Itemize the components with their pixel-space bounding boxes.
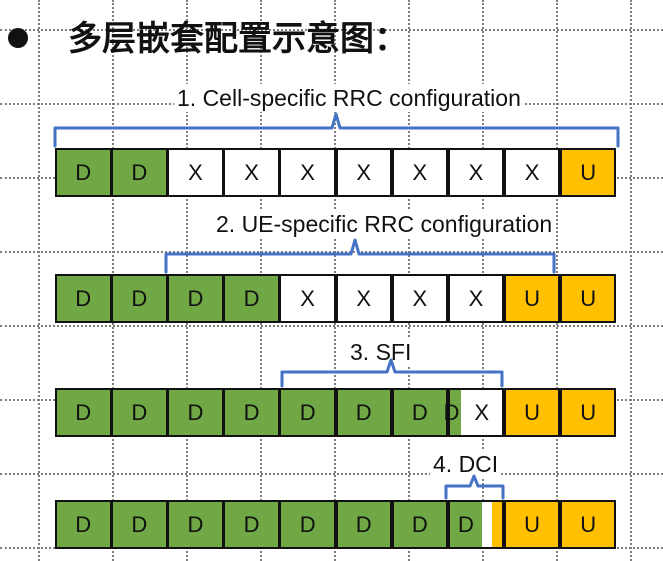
title-text: 多层嵌套配置示意图： [68,19,408,59]
slot-cell-d: D [223,500,280,549]
slot-cell-d: D [55,500,112,549]
slot-cell-x: X [335,274,392,323]
page-title: 多层嵌套配置示意图： [0,14,663,64]
slot-cell-x: X [447,148,505,197]
slot-cell-split: D [447,500,505,549]
slot-cell-d: D [391,500,449,549]
slot-cell-u: U [559,274,617,323]
level-4-brace [444,474,505,500]
slot-cell-d: D [111,274,168,323]
slot-cell-x: X [391,148,449,197]
slot-cell-u: U [559,388,617,437]
slot-cell-d: D [279,500,336,549]
slot-cell-d: D [111,388,168,437]
level-3-brace [280,358,504,388]
slot-cell-d: D [55,388,112,437]
slot-cell-d: D [223,274,280,323]
level-1-brace [53,112,620,148]
slot-cell-x: X [279,274,336,323]
grid-line [0,473,663,475]
slot-cell-x: X [503,148,561,197]
slot-cell-x: X [223,148,280,197]
level-2-brace [164,238,556,274]
level-1-label: 1. Cell-specific RRC configuration [174,84,524,112]
grid-line [630,0,632,561]
slot-cell-u: U [503,388,561,437]
slot-cell-u: U [503,274,561,323]
grid-line [0,325,663,327]
slot-cell-x: X [335,148,392,197]
slot-cell-d: D [167,500,224,549]
slot-cell-u: U [559,148,617,197]
slot-cell-u: U [559,500,617,549]
slot-cell-d: D [111,148,168,197]
slot-cell-d: D [167,274,224,323]
level-3-label: 3. SFI [347,338,415,366]
level-2-label: 2. UE-specific RRC configuration [213,210,556,238]
grid-line [0,251,663,253]
slot-cell-d: D [55,274,112,323]
bullet-icon [8,28,28,48]
slot-cell-d: D [335,500,392,549]
grid-line [0,29,663,31]
grid-line [38,0,40,561]
slot-cell-x: X [167,148,224,197]
slot-symbol-label: X [474,399,490,425]
slot-cell-d: D [111,500,168,549]
slot-symbol-label: D [443,399,460,425]
slot-cell-x: X [391,274,449,323]
level-4-label: 4. DCI [430,450,502,478]
slot-cell-d: D [391,388,449,437]
slot-cell-u: U [503,500,561,549]
slot-cell-d: D [55,148,112,197]
slot-cell-d: D [167,388,224,437]
slot-cell-x: X [447,274,505,323]
slot-cell-d: D [223,388,280,437]
slot-symbol-label: D [458,511,474,537]
slot-cell-x: X [279,148,336,197]
slot-cell-d: D [279,388,336,437]
slot-cell-d: D [335,388,392,437]
